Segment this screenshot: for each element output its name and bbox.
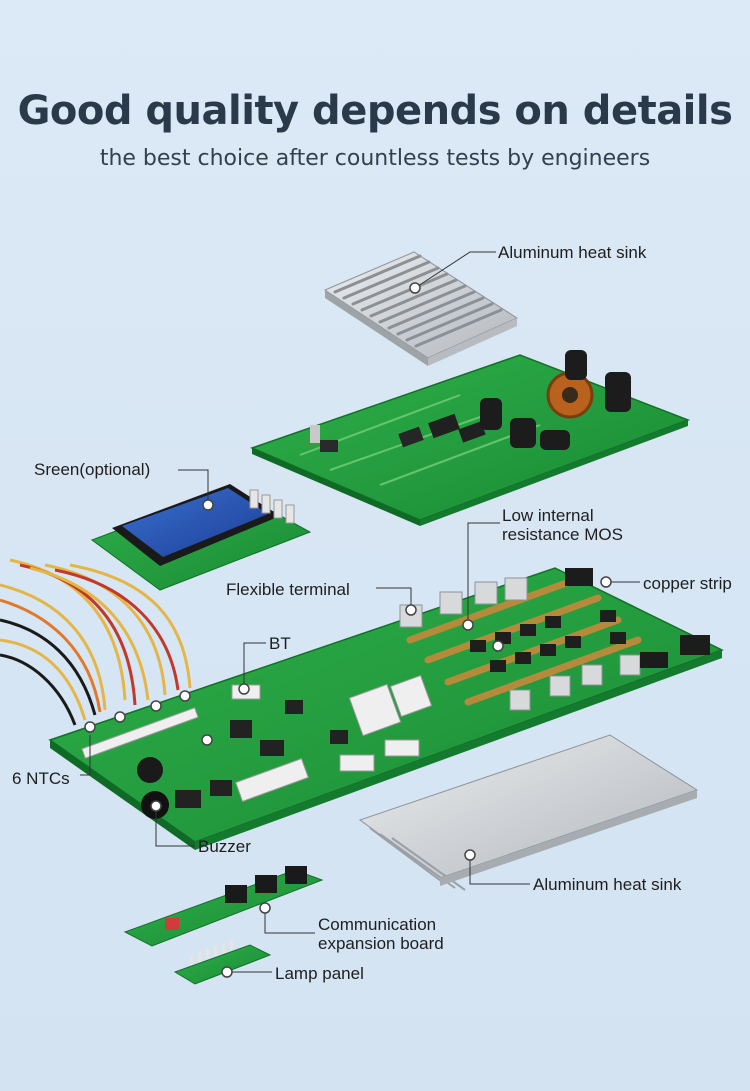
label-low-internal-mos: Low internal resistance MOS [502, 506, 623, 544]
label-aluminum-heat-sink-bottom: Aluminum heat sink [533, 875, 682, 894]
page-subtitle: the best choice after countless tests by… [99, 146, 651, 171]
communication-expansion-board [123, 866, 324, 947]
main-bms-board [48, 567, 724, 850]
label-copper-strip: copper strip [643, 574, 732, 593]
leader-dots [84, 282, 612, 978]
leader-lines [80, 251, 640, 973]
ntc-cable-harness [0, 558, 192, 726]
label-6-ntcs: 6 NTCs [12, 769, 70, 788]
label-communication-expansion-board: Communication expansion board [318, 915, 444, 953]
label-buzzer: Buzzer [198, 837, 251, 856]
screen-module [90, 484, 312, 591]
page-title: Good quality depends on details [17, 88, 733, 134]
label-bt: BT [269, 634, 291, 653]
lamp-panel [173, 940, 272, 985]
label-lamp-panel: Lamp panel [275, 964, 364, 983]
bottom-heat-sink [358, 734, 699, 891]
label-aluminum-heat-sink-top: Aluminum heat sink [498, 243, 647, 262]
label-flexible-terminal: Flexible terminal [226, 580, 350, 599]
top-heat-sink [323, 251, 519, 366]
label-screen: Sreen(optional) [34, 460, 151, 479]
power-control-board [249, 350, 691, 526]
